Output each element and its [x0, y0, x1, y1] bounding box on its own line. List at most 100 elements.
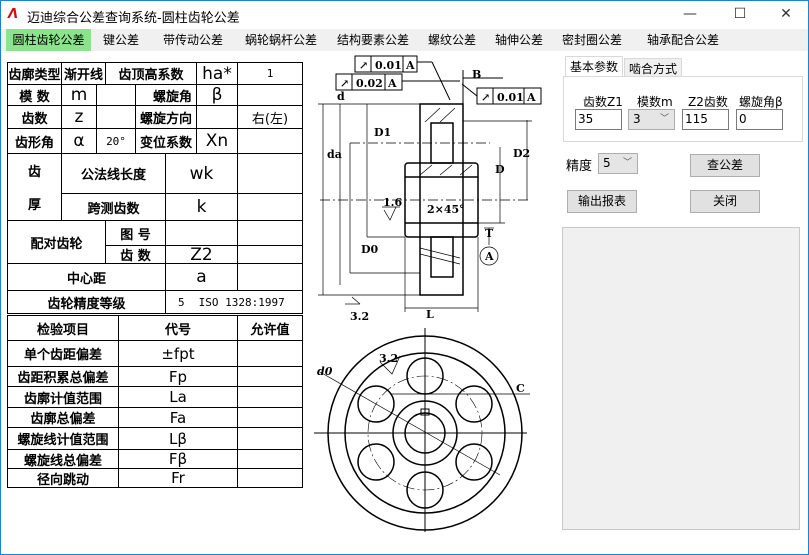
precision-label: 精度	[566, 159, 593, 174]
profile-type-label: 齿廓类型	[7, 62, 62, 85]
inspection-row-item: 齿距积累总偏差	[7, 366, 119, 387]
inspection-row-item: 齿廓计值范围	[7, 386, 119, 408]
tab-basic-params[interactable]: 基本参数	[565, 56, 623, 77]
inspection-row-value	[237, 407, 303, 428]
inspection-row-code: La	[118, 386, 238, 408]
module-value: 3	[633, 112, 641, 126]
runout-icon: ↗	[340, 77, 349, 90]
datum-label-2: A	[387, 77, 397, 90]
gear-side-section	[404, 103, 479, 296]
shift-coef-label: 变位系数	[135, 128, 197, 154]
helix-direction-value: 右(左)	[237, 105, 303, 129]
chamfer-label: 2×45°	[427, 203, 465, 216]
module-label: 模 数	[7, 84, 62, 106]
roughness-3: 3.2	[379, 352, 398, 365]
drawing-labels: ↗ 0.01 A ↗ 0.02 A ↗ 0.01 A B d da D1 D2 …	[317, 59, 536, 395]
helix-direction-label: 螺旋方向	[135, 105, 197, 129]
dimension-lines	[318, 103, 532, 312]
close-button[interactable]: 关闭	[690, 190, 760, 213]
tooth-thickness-label-1: 齿	[27, 165, 41, 180]
inspection-row-value	[237, 340, 303, 367]
helix-angle-label: 螺旋角	[135, 84, 197, 106]
z1-label: 齿数Z1	[583, 95, 623, 109]
label-B: B	[472, 68, 481, 81]
z2-label: Z2齿数	[688, 95, 728, 109]
runout-frame-2	[335, 73, 460, 91]
z2-value	[237, 245, 303, 264]
m-value	[96, 84, 136, 106]
inspection-row-code: Fβ	[118, 449, 238, 469]
accuracy-grade-label: 齿轮精度等级	[7, 290, 166, 314]
module-select[interactable]: 3﹀	[628, 109, 675, 130]
gear-front-view	[314, 328, 530, 532]
tab-thread[interactable]: 螺纹公差	[427, 33, 476, 47]
helix-angle-label: 螺旋角β	[739, 95, 783, 109]
tab-worm-gear[interactable]: 蜗轮蜗杆公差	[244, 33, 317, 47]
title-bar: Ʌ 迈迪综合公差查询系统-圆柱齿轮公差 — ☐ ✕	[1, 1, 808, 29]
runout-value-1: 0.01	[375, 59, 402, 72]
z1-input[interactable]: 35	[575, 109, 622, 130]
label-d0: d0	[317, 365, 333, 378]
a-symbol: a	[165, 263, 238, 291]
label-D2: D2	[513, 147, 530, 160]
label-T: T	[485, 227, 494, 240]
result-panel	[562, 227, 800, 530]
z2-input[interactable]: 115	[682, 109, 729, 130]
tab-mesh-mode[interactable]: 啮合方式	[624, 58, 682, 79]
accuracy-grade-value: 5	[178, 295, 185, 309]
runout-frame-3	[461, 70, 542, 105]
label-C: C	[516, 382, 525, 395]
label-d: d	[337, 90, 345, 103]
tab-shaft-extension[interactable]: 轴伸公差	[494, 33, 543, 47]
inspection-row-value	[237, 449, 303, 469]
datum-label-3: A	[526, 91, 536, 104]
tab-belt-drive[interactable]: 带传动公差	[162, 33, 223, 47]
maximize-button[interactable]: ☐	[733, 6, 747, 22]
tooth-thickness-label-2: 厚	[27, 198, 41, 213]
m-symbol: m	[61, 84, 97, 106]
tab-cylindrical-gear[interactable]: 圆柱齿轮公差	[6, 29, 91, 51]
export-report-button[interactable]: 输出报表	[567, 190, 637, 213]
inspection-row-item: 螺旋线计值范围	[7, 427, 119, 450]
inspection-row-item: 径向跳动	[7, 468, 119, 488]
minimize-button[interactable]: —	[683, 6, 697, 22]
pressure-angle-label: 齿形角	[7, 128, 62, 154]
inspection-row-code: Fp	[118, 366, 238, 387]
runout-icon: ↗	[359, 59, 368, 72]
detail-A: A	[484, 250, 494, 263]
inspection-row-value	[237, 468, 303, 488]
close-window-button[interactable]: ✕	[780, 6, 792, 22]
precision-select[interactable]: 5﹀	[598, 153, 638, 174]
inspection-row-code: ±fpt	[118, 340, 238, 367]
label-D1: D1	[374, 126, 391, 139]
mating-gear-label: 配对齿轮	[7, 220, 106, 264]
addendum-coef-label: 齿顶高系数	[105, 62, 197, 85]
header-item: 检验项目	[7, 315, 119, 341]
k-symbol: k	[165, 193, 238, 221]
drawing-no-extra	[237, 220, 303, 246]
module-tab-bar: 圆柱齿轮公差 键公差 带传动公差 蜗轮蜗杆公差 结构要素公差 螺纹公差 轴伸公差…	[1, 29, 808, 51]
ha-value: 1	[237, 62, 303, 85]
tab-seal-ring[interactable]: 密封圈公差	[561, 33, 622, 47]
ha-symbol: ha*	[196, 62, 238, 85]
tab-key[interactable]: 键公差	[102, 33, 139, 47]
xn-value	[237, 128, 303, 154]
k-label: 跨测齿数	[61, 193, 166, 221]
z2-symbol: Z2	[165, 245, 238, 264]
wk-symbol: wk	[165, 153, 238, 194]
inspection-row-code: Fa	[118, 407, 238, 428]
inspection-row-item: 螺旋线总偏差	[7, 449, 119, 469]
z-symbol: z	[61, 105, 97, 129]
inspection-row-item: 单个齿距偏差	[7, 340, 119, 367]
tab-structural-elements[interactable]: 结构要素公差	[336, 33, 409, 47]
inspection-row-code: Fr	[118, 468, 238, 488]
wk-label: 公法线长度	[61, 153, 166, 194]
runout-value-3: 0.01	[497, 91, 524, 104]
runout-value-2: 0.02	[356, 77, 383, 90]
wk-value	[237, 153, 303, 194]
tooth-thickness-label: 齿 厚	[7, 153, 62, 221]
query-tolerance-button[interactable]: 查公差	[690, 154, 760, 177]
tab-bearing-fit[interactable]: 轴承配合公差	[646, 33, 719, 47]
helix-angle-input[interactable]: 0	[736, 109, 783, 130]
hatching	[419, 107, 473, 265]
